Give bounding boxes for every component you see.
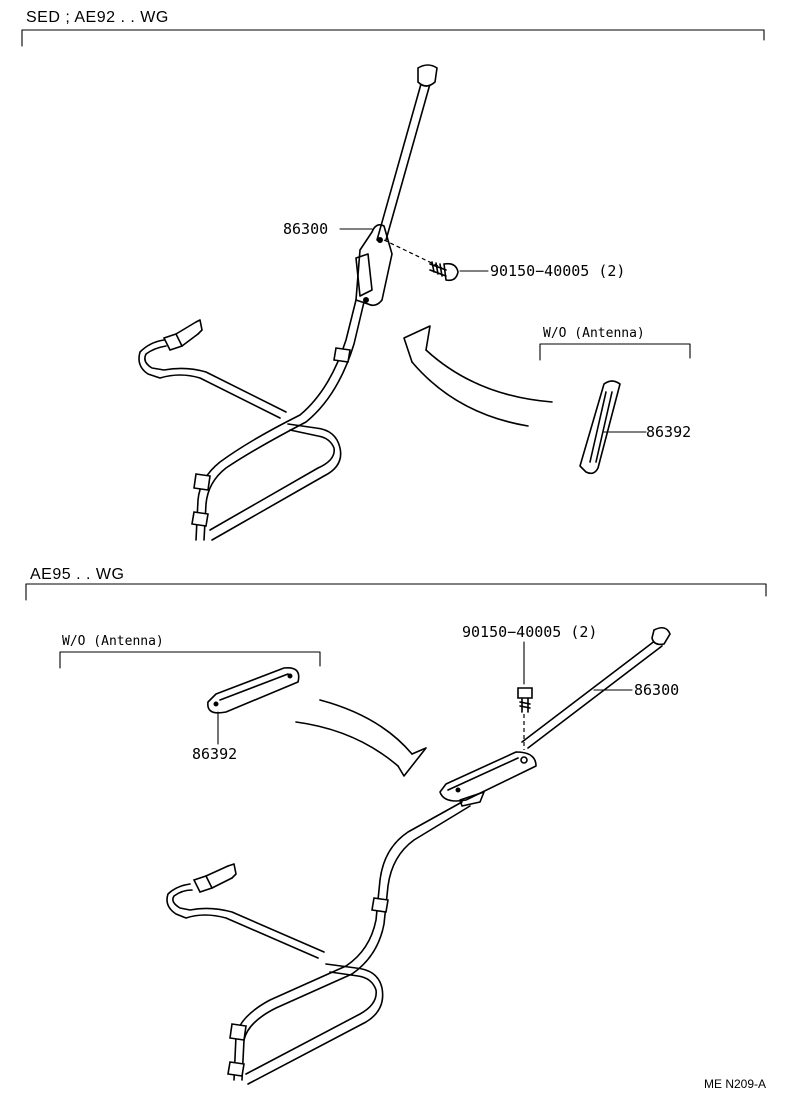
section2-cover-group-label: W/O (Antenna) xyxy=(62,634,164,649)
section1-screw xyxy=(383,239,459,282)
section2-cover-part-number: 86392 xyxy=(192,745,238,763)
section1-arrow xyxy=(403,325,553,427)
section2-arrow xyxy=(295,699,427,777)
section2-cover-bracket xyxy=(59,651,321,669)
section2-cable xyxy=(166,801,471,1085)
section2-antenna-base xyxy=(439,751,537,807)
section1-cable xyxy=(138,299,365,541)
section1-screw-part-number: 90150−40005 (2) xyxy=(490,262,626,280)
section2-screw xyxy=(517,641,533,750)
section1-bracket xyxy=(21,29,765,47)
section1-antenna-part-number: 86300 xyxy=(283,220,329,238)
section2-bracket xyxy=(25,583,767,601)
section1-cover-group-label: W/O (Antenna) xyxy=(543,326,645,341)
section2-cover xyxy=(207,666,300,714)
section2-screw-part-number: 90150−40005 (2) xyxy=(462,623,598,641)
section1-cover xyxy=(579,380,621,475)
section1-header: SED ; AE92 . . WG xyxy=(26,9,169,26)
section1-cover-bracket xyxy=(539,343,691,361)
section1-antenna-base xyxy=(355,224,393,307)
section1-cover-part-number: 86392 xyxy=(646,423,692,441)
section2-antenna-part-number: 86300 xyxy=(634,681,680,699)
section1-antenna-mast xyxy=(376,64,438,241)
section2-antenna-mast xyxy=(521,626,671,749)
diagram-reference-code: ME N209-A xyxy=(704,1077,767,1091)
section2-header: AE95 . . WG xyxy=(30,566,125,583)
